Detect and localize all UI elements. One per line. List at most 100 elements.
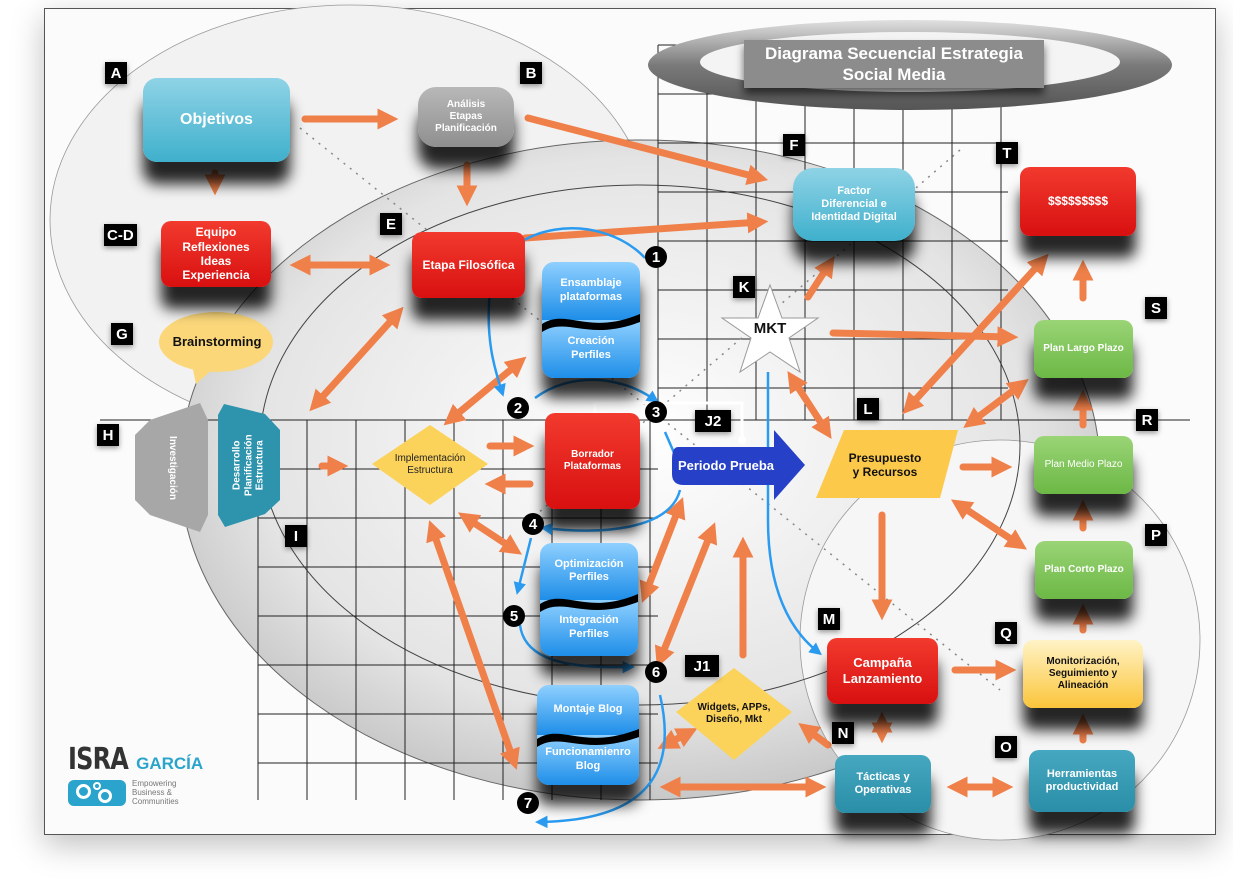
- gears-icon: [68, 779, 126, 806]
- presupuesto-parallelogram: [816, 430, 958, 498]
- letter-label-t: T: [996, 142, 1018, 164]
- node-equipo-line: Ideas: [200, 254, 232, 268]
- node-etapa-filosofica[interactable]: Etapa Filosófica: [412, 232, 525, 298]
- arrow-dinero-presupuesto: [902, 253, 1049, 415]
- diagram-title: Diagrama Secuencial Estrategia Social Me…: [744, 40, 1044, 88]
- node-analisis-line: Planificación: [435, 123, 497, 134]
- node-funcionamiento-line: Blog: [575, 760, 601, 772]
- wave-divider: [537, 729, 639, 747]
- node-analisis-line: Etapas: [449, 111, 483, 122]
- arrow-desarrollo-etapa: [309, 306, 404, 412]
- arrow-implementacion-ensamblaje: [443, 356, 527, 426]
- node-investigacion[interactable]: Investigación: [135, 420, 208, 516]
- node-equipo[interactable]: Equipo Reflexiones Ideas Experiencia: [161, 221, 271, 287]
- logo-tagline-line: Empowering: [132, 779, 177, 788]
- arrow-implementacion-funcionamiento: [426, 520, 520, 770]
- node-herramientas-line: Herramientas: [1046, 767, 1118, 780]
- node-tacticas-line: Operativas: [854, 784, 912, 796]
- flow-6-to-7: [535, 694, 667, 829]
- node-monitorizacion[interactable]: Monitorización, Seguimiento y Alineación: [1023, 640, 1143, 708]
- step-number: 7: [517, 792, 539, 814]
- logo-tagline-line: Communities: [132, 797, 179, 806]
- periodo-prueba-arrow: [672, 430, 805, 500]
- node-monitorizacion-line: Monitorización,: [1046, 656, 1120, 667]
- node-plan-largo[interactable]: Plan Largo Plazo: [1034, 320, 1133, 378]
- node-mkt-label: MKT: [753, 320, 787, 337]
- node-plan-largo-label: Plan Largo Plazo: [1043, 343, 1124, 354]
- node-integracion-line: Integración: [559, 614, 619, 626]
- node-factor-line: Diferencial e: [821, 197, 887, 210]
- node-optimizacion-integracion[interactable]: Optimización Perfiles Integración Perfil…: [540, 543, 638, 656]
- node-analisis[interactable]: Análisis Etapas Planificación: [418, 87, 514, 147]
- node-ensamblaje-creacion[interactable]: Ensamblaje plataformas Creación Perfiles: [542, 262, 640, 378]
- arrow-presupuesto-plan-corto: [950, 499, 1028, 550]
- node-plan-corto[interactable]: Plan Corto Plazo: [1035, 541, 1133, 599]
- node-periodo-prueba[interactable]: Periodo Prueba: [676, 452, 776, 480]
- node-dinero[interactable]: $$$$$$$$$: [1020, 167, 1136, 236]
- node-mkt[interactable]: MKT: [742, 318, 798, 340]
- node-objetivos-label: Objetivos: [180, 111, 253, 129]
- node-ensamblaje[interactable]: Ensamblaje plataformas: [542, 262, 640, 320]
- letter-label-o: O: [995, 736, 1017, 758]
- node-optimizacion-line: Optimización: [554, 557, 624, 570]
- letter-label-h: H: [97, 424, 119, 446]
- investigacion-shape: [135, 403, 208, 532]
- node-widgets[interactable]: Widgets, APPs, Diseño, Mkt: [676, 694, 792, 734]
- implementacion-diamond: [372, 425, 488, 505]
- node-plan-medio[interactable]: Plan Medio Plazo: [1034, 436, 1133, 494]
- node-montaje-blog[interactable]: Montaje Blog: [537, 685, 639, 735]
- letter-label-a: A: [105, 62, 127, 84]
- node-desarrollo[interactable]: Desarrollo Planificación Estructura: [218, 412, 280, 518]
- node-desarrollo-line: Desarrollo: [231, 440, 243, 490]
- node-implementacion-line: Implementación: [394, 453, 466, 464]
- logo-tagline-line: Business &: [132, 788, 173, 797]
- node-plan-medio-label: Plan Medio Plazo: [1044, 459, 1123, 470]
- node-tacticas[interactable]: Tácticas y Operativas: [835, 755, 931, 813]
- flow-2-to-3: [534, 378, 660, 403]
- node-brainstorming[interactable]: Brainstorming: [160, 326, 274, 358]
- node-brainstorming-label: Brainstorming: [172, 334, 262, 350]
- arrow-etapa-factor: [521, 212, 769, 242]
- node-optimizacion[interactable]: Optimización Perfiles: [540, 543, 638, 600]
- node-funcionamiento-line: Funcionamienro: [545, 746, 631, 759]
- node-montaje-funcionamiento[interactable]: Montaje Blog Funcionamienro Blog: [537, 685, 639, 785]
- node-objetivos[interactable]: Objetivos: [143, 78, 290, 162]
- flow-prueba-to-4: [540, 489, 682, 536]
- node-creacion-line: Perfiles: [571, 349, 611, 361]
- letter-label-e: E: [380, 213, 402, 235]
- node-implementacion[interactable]: Implementación Estructura: [372, 448, 488, 482]
- node-tacticas-line: Tácticas y: [856, 770, 910, 783]
- node-monitorizacion-line: Alineación: [1057, 680, 1109, 691]
- node-factor[interactable]: Factor Diferencial e Identidad Digital: [793, 168, 915, 241]
- node-ensamblaje-line: Ensamblaje: [560, 277, 622, 290]
- node-equipo-line: Experiencia: [182, 268, 250, 283]
- arrow-six-prueba: [654, 522, 718, 668]
- flow-mkt-to-campana: [766, 372, 822, 656]
- node-integracion-line: Perfiles: [569, 627, 609, 640]
- letter-label-q: Q: [995, 622, 1017, 644]
- step-number: 5: [503, 605, 525, 627]
- step-number: 4: [522, 513, 544, 535]
- node-creacion[interactable]: Creación Perfiles: [542, 320, 640, 378]
- node-herramientas[interactable]: Herramientas productividad: [1029, 750, 1135, 812]
- step-number: 6: [645, 661, 667, 683]
- node-borrador[interactable]: Borrador Plataformas: [545, 413, 640, 509]
- letter-label-i: I: [285, 525, 307, 547]
- step-number: 2: [507, 397, 529, 419]
- step-number: 3: [645, 401, 667, 423]
- node-dinero-label: $$$$$$$$$: [1047, 194, 1109, 209]
- node-presupuesto[interactable]: Presupuesto y Recursos: [825, 445, 945, 485]
- node-factor-line: Identidad Digital: [811, 211, 897, 224]
- letter-label-k: K: [733, 276, 755, 298]
- arrow-analisis-factor: [524, 114, 769, 186]
- flow-5-to-6: [518, 624, 635, 674]
- title-line-2: Social Media: [842, 65, 946, 84]
- node-herramientas-line: productividad: [1045, 781, 1119, 793]
- logo-tagline: Empowering Business & Communities: [132, 779, 179, 806]
- node-borrador-line: Borrador: [571, 449, 614, 460]
- letter-label-f: F: [783, 134, 805, 156]
- letter-label-j2: J2: [695, 410, 731, 432]
- node-presupuesto-line: y Recursos: [852, 465, 918, 479]
- node-campana[interactable]: Campaña Lanzamiento: [827, 638, 938, 704]
- node-widgets-line: Diseño, Mkt: [705, 714, 763, 725]
